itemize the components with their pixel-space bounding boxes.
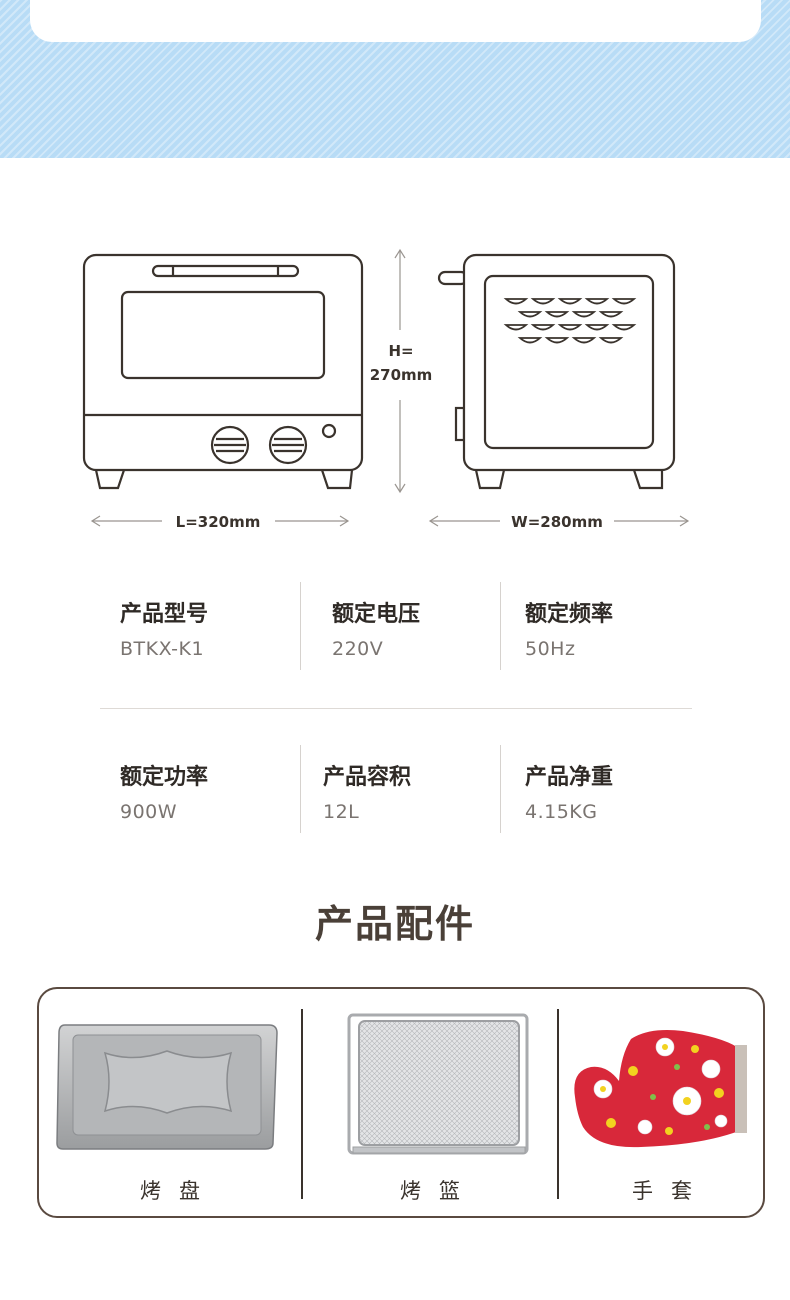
spec-row-1: 产品型号 BTKX-K1 额定电压 220V 额定频率 50Hz xyxy=(100,582,692,672)
accessories-title: 产品配件 xyxy=(314,902,475,946)
spec-label: 额定频率 xyxy=(525,602,614,627)
baking-tray-image xyxy=(56,1024,278,1150)
width-label: W=280mm xyxy=(511,513,603,531)
height-arrow xyxy=(394,248,406,494)
spec-label: 产品净重 xyxy=(525,765,614,790)
accessory-label: 烤篮 xyxy=(400,1179,478,1203)
spec-divider xyxy=(500,745,501,833)
spec-label: 额定电压 xyxy=(332,602,421,627)
spec-row-2: 额定功率 900W 产品容积 12L 产品净重 4.15KG xyxy=(100,745,692,835)
accessory-basket: 烤篮 xyxy=(303,989,557,1220)
spec-value: 220V xyxy=(332,638,384,660)
glove-image xyxy=(574,1030,747,1148)
accessory-baking-tray: 烤盘 xyxy=(39,989,301,1220)
accessories-box: 烤盘 烤篮 xyxy=(37,987,765,1218)
spec-divider xyxy=(500,582,501,670)
accessory-label: 烤盘 xyxy=(140,1179,218,1203)
width-arrow xyxy=(428,515,690,527)
spec-value: 4.15KG xyxy=(525,801,598,823)
spec-row-divider xyxy=(100,708,692,709)
accessory-divider xyxy=(301,1009,303,1199)
oven-dimension-diagram: H= 270mm L=320mm W=280mm xyxy=(82,248,690,531)
spec-value: 12L xyxy=(323,801,360,823)
spec-divider xyxy=(300,745,301,833)
spec-value: 900W xyxy=(120,801,178,823)
oven-side-view xyxy=(437,253,676,490)
height-label-line1: H= xyxy=(388,342,413,360)
accessory-glove: 手套 xyxy=(559,989,765,1220)
spec-value: BTKX-K1 xyxy=(120,638,205,660)
length-label: L=320mm xyxy=(176,513,261,531)
top-banner-band xyxy=(0,0,790,158)
accessory-label: 手套 xyxy=(632,1179,710,1203)
spec-label: 产品型号 xyxy=(120,602,209,627)
height-label-line2: 270mm xyxy=(370,366,433,384)
spec-divider xyxy=(300,582,301,670)
spec-value: 50Hz xyxy=(525,638,576,660)
side-vents xyxy=(503,298,637,344)
oven-front-view xyxy=(82,253,364,490)
spec-label: 额定功率 xyxy=(120,765,209,790)
spec-label: 产品容积 xyxy=(323,765,412,790)
basket-image xyxy=(347,1013,529,1155)
length-arrow xyxy=(90,515,350,527)
top-banner-card xyxy=(30,0,761,42)
accessory-divider xyxy=(557,1009,559,1199)
